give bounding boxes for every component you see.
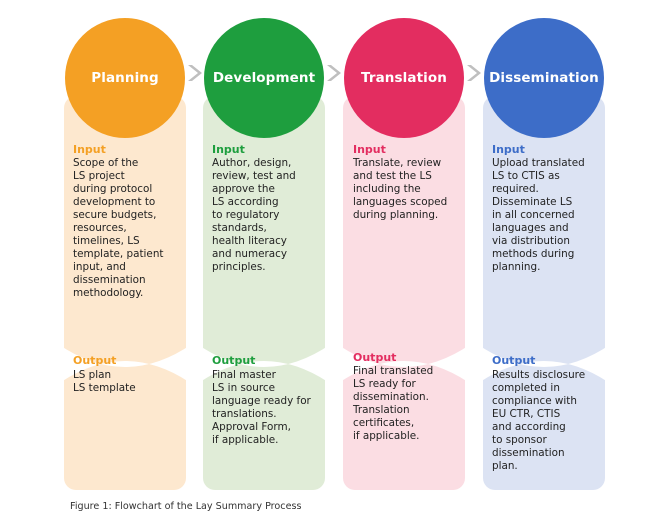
translation-panel	[343, 96, 465, 490]
dissemination-output-label: Output	[492, 354, 536, 367]
dissemination-divider	[477, 344, 611, 384]
planning-title: Planning	[91, 70, 159, 86]
planning-input-label: Input	[73, 143, 106, 156]
translation-input-label: Input	[353, 143, 386, 156]
development-input-text: Author, design, review, test and approve…	[212, 157, 296, 273]
planning-column	[58, 96, 192, 490]
development-output-text: Final master LS in source language ready…	[212, 369, 311, 446]
planning-divider	[58, 344, 192, 384]
translation-circle: Translation	[344, 18, 464, 138]
development-input-label: Input	[212, 143, 245, 156]
translation-input-text: Translate, review and test the LS includ…	[353, 157, 448, 221]
development-circle: Development	[204, 18, 324, 138]
dissemination-panel	[483, 96, 605, 490]
development-column	[197, 96, 331, 490]
development-output-label: Output	[212, 354, 256, 367]
planning-input-text: Scope of the LS project during protocol …	[73, 157, 164, 299]
planning-circle: Planning	[65, 18, 185, 138]
planning-panel	[64, 96, 186, 490]
translation-output-label: Output	[353, 351, 397, 364]
chevron-right-icon	[467, 65, 481, 81]
dissemination-column	[477, 96, 611, 490]
chevron-right-icon	[188, 65, 202, 81]
figure-caption: Figure 1: Flowchart of the Lay Summary P…	[70, 501, 302, 512]
dissemination-circle: Dissemination	[484, 18, 604, 138]
dissemination-input-text: Upload translated LS to CTIS as required…	[492, 157, 585, 273]
development-panel	[203, 96, 325, 490]
dissemination-title: Dissemination	[489, 70, 599, 86]
dissemination-input-label: Input	[492, 143, 525, 156]
development-title: Development	[212, 70, 316, 86]
planning-output-text: LS plan LS template	[73, 369, 136, 394]
translation-title: Translation	[361, 70, 447, 86]
chevron-right-icon	[327, 65, 341, 81]
dissemination-output-text: Results disclosure completed in complian…	[492, 369, 586, 472]
translation-divider	[337, 344, 471, 384]
translation-output-text: Final translated LS ready for disseminat…	[353, 365, 434, 442]
development-divider	[197, 344, 331, 384]
planning-output-label: Output	[73, 354, 117, 367]
translation-column	[337, 96, 471, 490]
